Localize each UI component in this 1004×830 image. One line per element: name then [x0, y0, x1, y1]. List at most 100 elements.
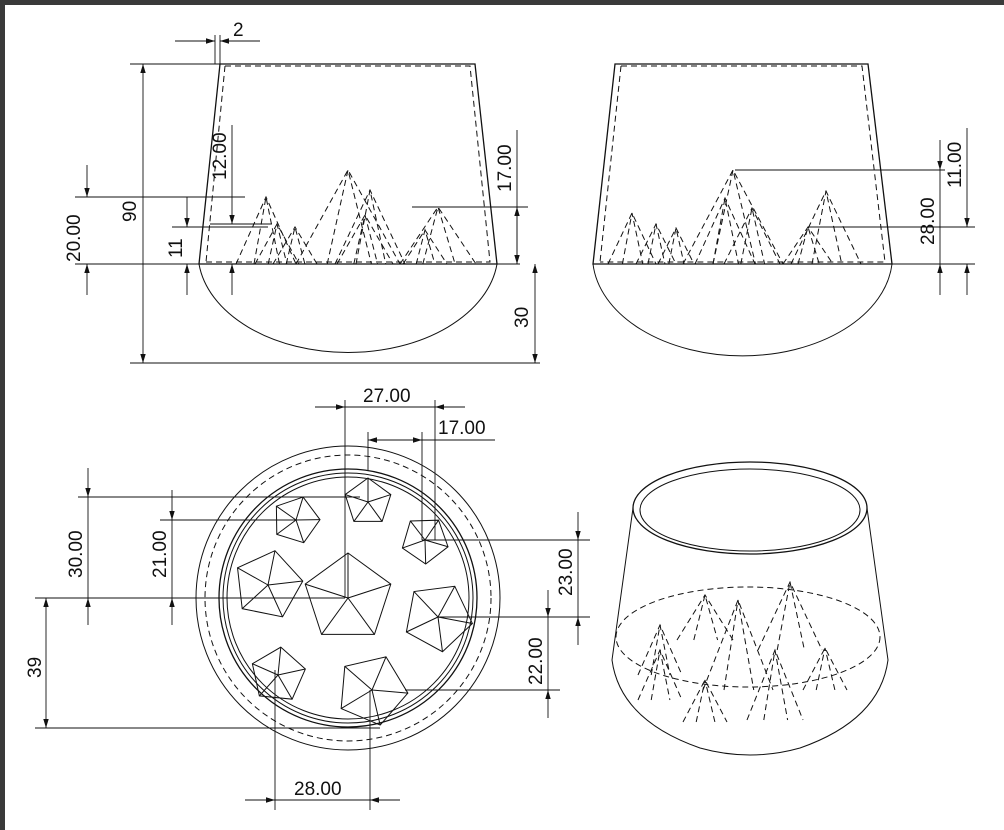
dim-pyramid-d: 17.00	[495, 144, 516, 192]
pentagon	[340, 656, 409, 726]
pentagon-spoke	[277, 668, 306, 676]
pentagon-spoke	[276, 505, 297, 521]
pyramid-edge	[740, 207, 766, 265]
pyramid-edge	[695, 679, 716, 723]
pyramid-edge	[253, 196, 280, 265]
pyramid-edge	[650, 624, 671, 676]
pyramid-edge	[326, 169, 372, 265]
pyramid	[757, 580, 823, 651]
pyramid	[657, 226, 695, 265]
front-pyramids	[235, 168, 477, 265]
pyramid-edge	[285, 226, 306, 265]
pentagon-spoke	[277, 647, 282, 676]
dim-top-w2: 17.00	[438, 418, 486, 439]
pyramid-edge	[650, 649, 671, 701]
pentagon-spoke	[252, 663, 279, 676]
pyramid	[802, 646, 848, 691]
dim-wall: 2	[233, 20, 244, 41]
pyramid	[682, 678, 728, 723]
pyramid	[235, 195, 297, 265]
pentagon-spoke	[267, 584, 283, 618]
pentagon	[236, 550, 304, 618]
pentagon-spoke	[344, 666, 373, 691]
pentagon-spoke	[437, 616, 443, 652]
pentagon-spoke	[267, 580, 303, 586]
pyramid	[682, 168, 784, 265]
pyramid-edge	[797, 225, 820, 265]
pyramid	[635, 222, 677, 265]
pyramid-edge	[647, 223, 666, 265]
iso-view	[611, 461, 889, 756]
pyramid	[402, 229, 448, 265]
dim-height-total: 90	[120, 201, 141, 222]
pentagon-spoke	[367, 494, 391, 503]
pentagon-spoke	[321, 597, 349, 635]
dim-top-w3: 28.00	[294, 779, 342, 800]
pyramid	[746, 648, 804, 721]
pentagon-spoke	[402, 539, 426, 549]
pentagon-spoke	[267, 550, 276, 586]
pentagon-spoke	[237, 567, 269, 586]
pyramid-edge	[712, 169, 756, 265]
pentagon-spoke	[347, 583, 391, 599]
pyramid-edge	[776, 581, 805, 651]
pentagon-spoke	[409, 520, 426, 541]
pentagon-spoke	[340, 689, 373, 710]
pyramid-edge	[415, 228, 436, 265]
pentagon	[304, 552, 392, 635]
pentagon	[275, 496, 321, 544]
pentagon	[405, 585, 474, 653]
pentagon	[401, 519, 449, 565]
pentagon-spoke	[277, 674, 293, 700]
dim-pyramid-e: 11.00	[945, 142, 966, 188]
side-pyramids	[607, 168, 862, 265]
pentagon-spoke	[347, 597, 375, 635]
pyramid	[336, 213, 394, 265]
iso-pyramids	[637, 580, 848, 723]
pyramid	[694, 196, 756, 265]
pyramid-edge	[267, 223, 288, 265]
pentagon	[344, 477, 392, 522]
dim-top-h5: 22.00	[526, 637, 547, 685]
pyramid-edge	[355, 189, 387, 265]
pyramid	[676, 594, 734, 641]
side-view: 11.00 28.00	[592, 63, 975, 357]
pyramid	[334, 188, 406, 265]
pentagon-spoke	[295, 496, 304, 521]
dim-pyramid-b: 11	[166, 238, 187, 258]
pyramid-edge	[422, 205, 456, 265]
pyramid	[702, 598, 774, 691]
pentagon-spoke	[371, 689, 381, 726]
pyramid	[399, 206, 477, 265]
pyramid-edge	[712, 197, 739, 265]
pyramid-edge	[621, 212, 644, 265]
pentagon-spoke	[241, 584, 269, 610]
dim-top-h4: 23.00	[556, 548, 577, 596]
pyramid-edge	[723, 599, 755, 691]
pentagon-spoke	[424, 519, 439, 541]
pyramid-edge	[811, 190, 843, 265]
pentagon-spoke	[295, 519, 305, 543]
pyramid	[295, 168, 401, 265]
dim-top-h3: 39	[25, 657, 46, 678]
pentagon-spoke	[437, 616, 473, 624]
dim-pyramid-c: 12.00	[210, 132, 231, 180]
pentagon-spoke	[353, 501, 369, 522]
pyramid	[637, 648, 683, 701]
pentagon-spoke	[437, 586, 456, 618]
pyramid-edge	[668, 227, 685, 265]
front-view: 2 90 20.00 11 12.00 17.00 30	[64, 20, 540, 364]
pyramid	[254, 222, 300, 265]
pentagon-spoke	[424, 539, 427, 565]
pyramid	[790, 189, 862, 265]
pentagon-spoke	[371, 689, 408, 694]
pentagon-spoke	[413, 591, 439, 618]
pentagon	[251, 646, 306, 700]
dim-pyramid-f: 28.00	[918, 197, 939, 245]
pyramid-edge	[353, 214, 379, 265]
dim-top-w1: 27.00	[363, 386, 411, 407]
pyramid-edge	[693, 593, 719, 641]
pyramid-edge	[815, 647, 836, 691]
